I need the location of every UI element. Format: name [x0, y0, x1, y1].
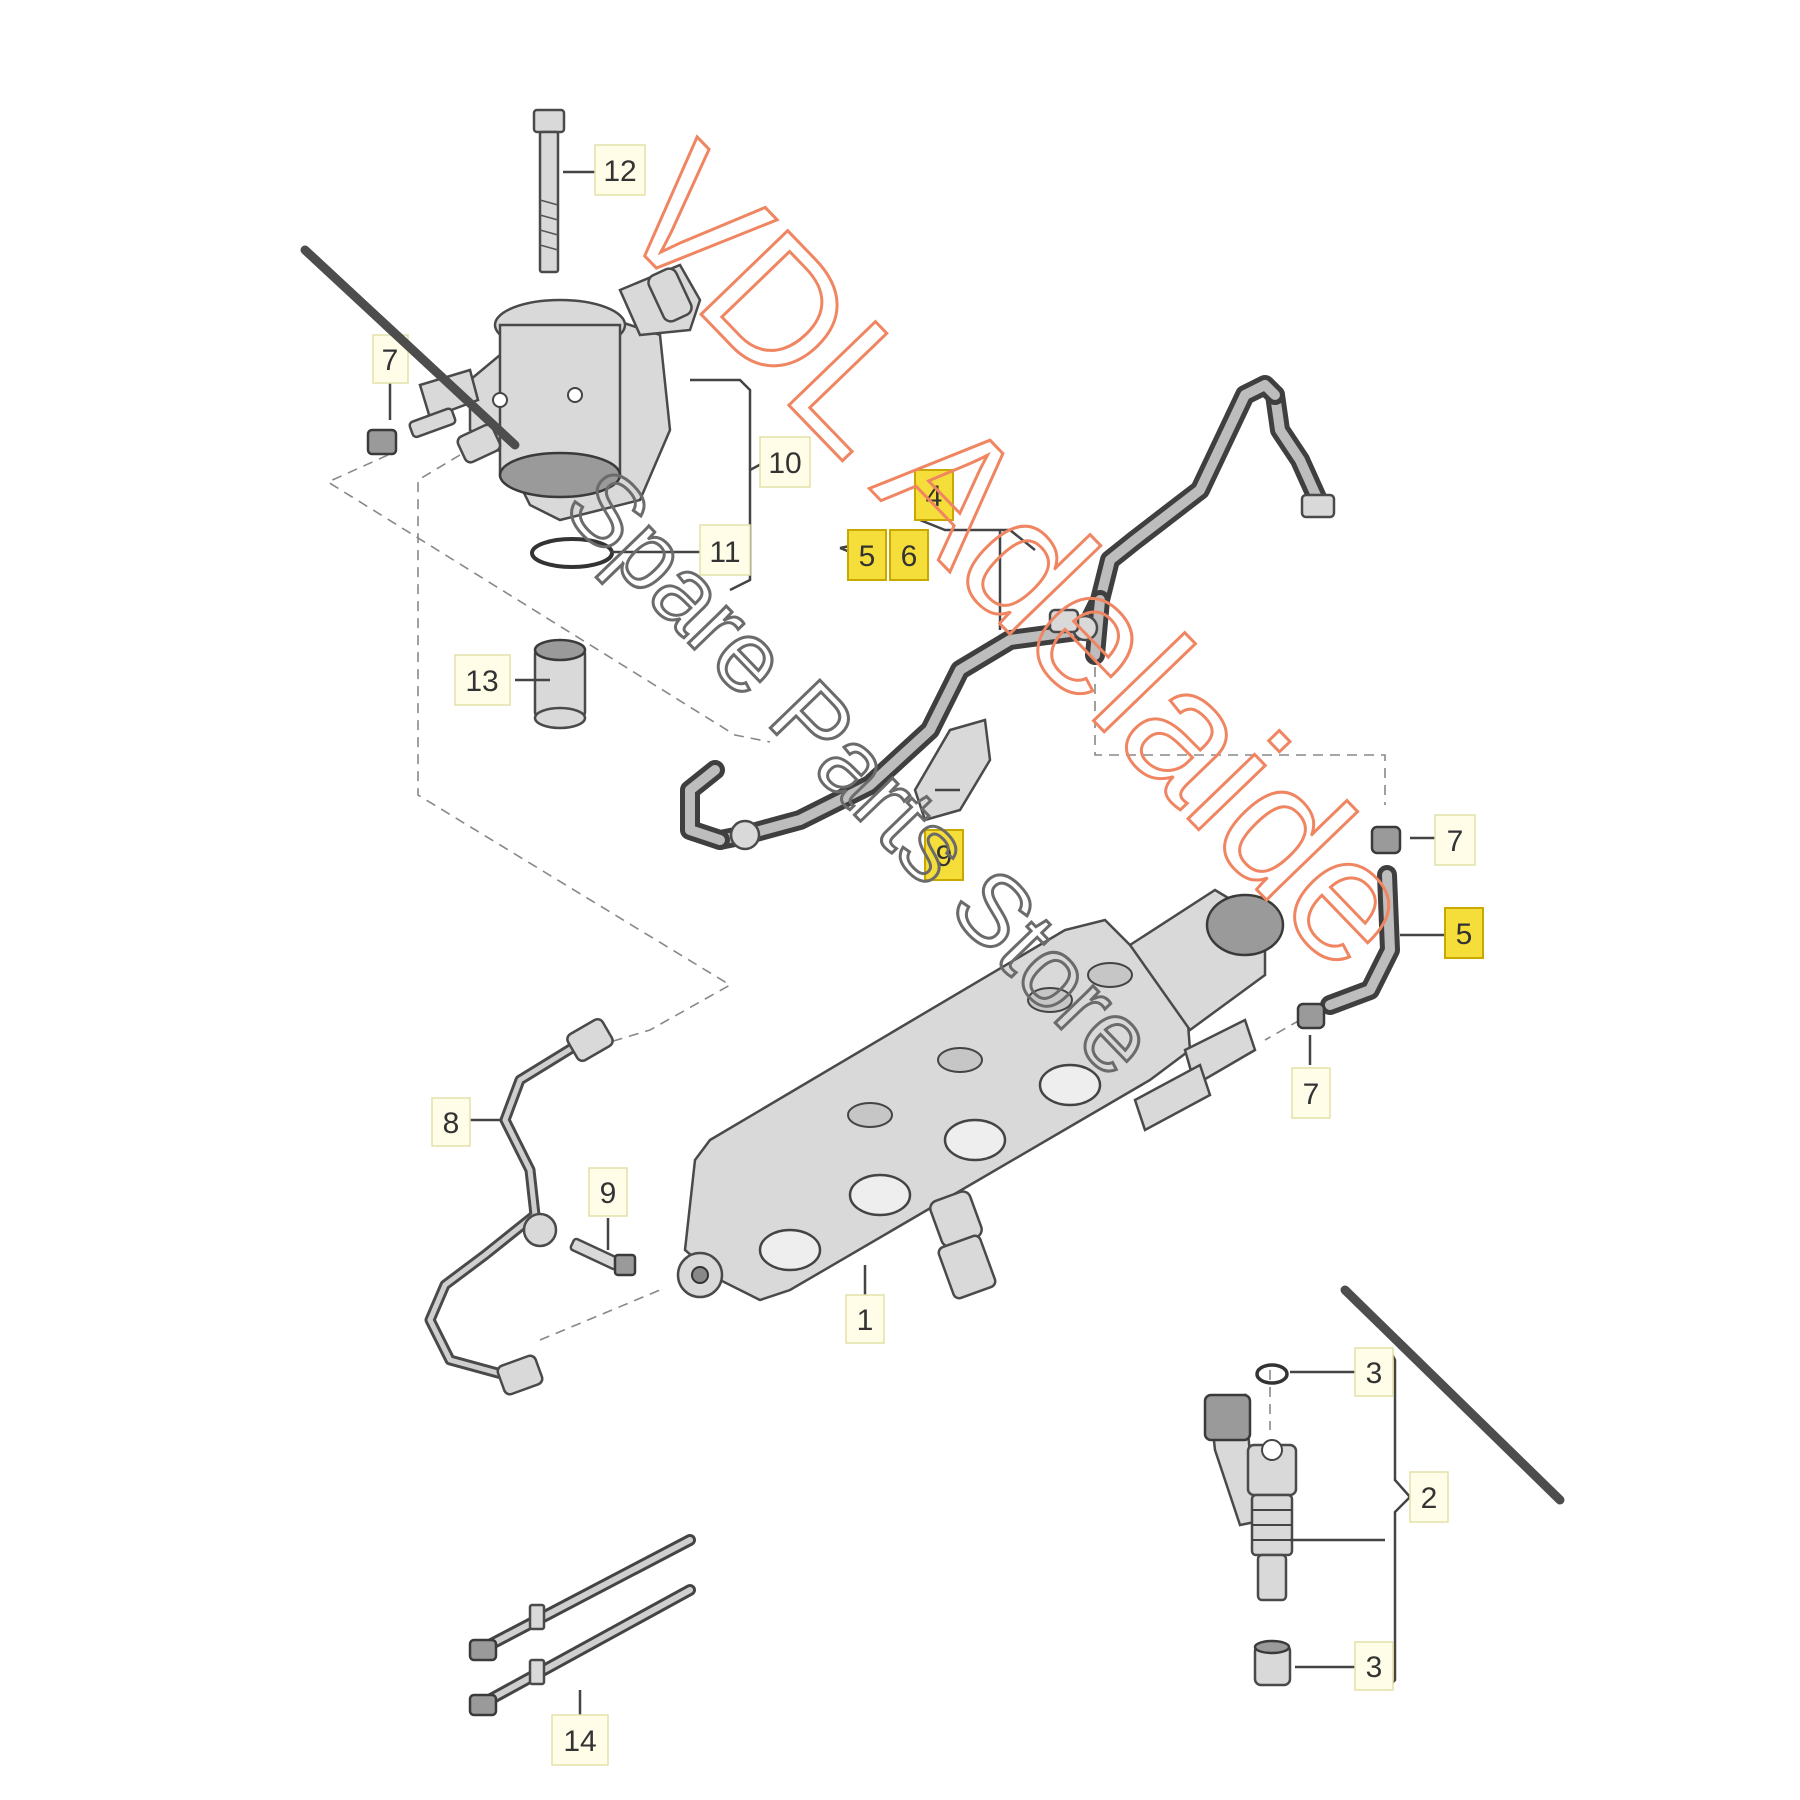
clamp-part-7-lower[interactable] — [1296, 1002, 1326, 1030]
fuel-hose-part-4[interactable] — [680, 375, 1336, 851]
svg-text:9: 9 — [936, 840, 953, 873]
callout-7-lower[interactable]: 7 — [1291, 1067, 1331, 1119]
callout-9-upper[interactable]: 9 — [924, 829, 964, 881]
callout-2[interactable]: 2 — [1409, 1471, 1449, 1523]
callout-3-upper[interactable]: 3 — [1354, 1347, 1394, 1397]
svg-text:10: 10 — [768, 447, 801, 480]
pump-stud — [408, 407, 457, 439]
sleeve-part-13[interactable] — [533, 638, 587, 730]
callout-13[interactable]: 13 — [454, 654, 511, 706]
callout-14[interactable]: 14 — [551, 1714, 609, 1766]
svg-text:5: 5 — [859, 540, 876, 573]
callout-6[interactable]: 6 — [889, 529, 929, 581]
clamp-part-7-right[interactable] — [1370, 825, 1402, 855]
svg-text:7: 7 — [1447, 825, 1464, 858]
short-hose-part-5[interactable] — [1320, 865, 1400, 1015]
high-pressure-line-part-8[interactable] — [424, 1017, 615, 1396]
assembly-dashed-lines — [326, 454, 1386, 1430]
svg-text:9: 9 — [600, 1177, 617, 1210]
watermark-slash-upper — [300, 245, 520, 450]
bolt-part-12[interactable] — [532, 108, 566, 274]
callout-10[interactable]: 10 — [759, 436, 811, 488]
svg-text:4: 4 — [926, 480, 943, 513]
svg-text:13: 13 — [465, 665, 498, 698]
callout-9-lower[interactable]: 9 — [588, 1167, 628, 1217]
callout-11[interactable]: 11 — [699, 524, 751, 576]
callout-8[interactable]: 8 — [431, 1097, 471, 1147]
svg-text:11: 11 — [709, 536, 740, 569]
svg-text:3: 3 — [1366, 1651, 1383, 1684]
watermark-slash-lower — [1340, 1285, 1565, 1505]
svg-text:1: 1 — [857, 1304, 874, 1337]
callout-4[interactable]: 4 — [914, 469, 954, 521]
svg-text:14: 14 — [563, 1725, 596, 1758]
callout-5-upper[interactable]: 5 — [847, 529, 887, 581]
cable-ties-part-14[interactable] — [468, 1534, 696, 1717]
watermark: VDL Adelaide Spare Parts Store — [300, 109, 1565, 1505]
o-ring-part-3-upper[interactable] — [1255, 1363, 1289, 1385]
callout-12[interactable]: 12 — [594, 144, 646, 196]
svg-text:3: 3 — [1366, 1357, 1383, 1390]
nut-part-7-upper[interactable] — [366, 428, 398, 456]
svg-text:6: 6 — [901, 540, 918, 573]
high-pressure-fuel-pump-part-10[interactable] — [418, 263, 702, 522]
fuel-rail-manifold-part-1[interactable] — [676, 888, 1285, 1302]
callout-7-right[interactable]: 7 — [1434, 814, 1476, 866]
callout-3-lower[interactable]: 3 — [1354, 1641, 1394, 1691]
svg-text:5: 5 — [1456, 918, 1473, 951]
fuel-injector-part-2[interactable] — [1203, 1393, 1298, 1602]
bolt-part-9[interactable] — [569, 1237, 637, 1277]
callout-5-right[interactable]: 5 — [1444, 907, 1484, 959]
svg-text:8: 8 — [443, 1107, 460, 1140]
callout-1[interactable]: 1 — [845, 1294, 885, 1344]
seal-part-3-lower[interactable] — [1253, 1639, 1292, 1687]
svg-text:12: 12 — [603, 155, 636, 188]
svg-text:7: 7 — [382, 344, 399, 377]
svg-text:7: 7 — [1303, 1078, 1320, 1111]
svg-text:2: 2 — [1421, 1482, 1438, 1515]
